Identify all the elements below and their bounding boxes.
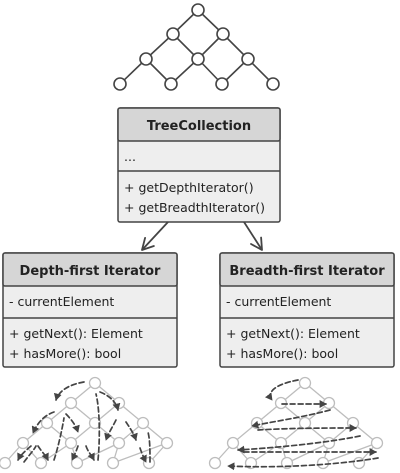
tree-node [88, 416, 102, 430]
tree-node [113, 77, 127, 91]
tree-collection-class: TreeCollection ... + getDepthIterator() … [117, 107, 281, 223]
tree-node [266, 77, 280, 91]
get-depth-iterator-method: + getDepthIterator() [124, 180, 254, 195]
tree-edge [322, 442, 378, 464]
tree-collection-illustration [113, 3, 280, 91]
tree-edge [112, 442, 168, 464]
depth-first-iterator-class: Depth-first Iterator - currentElement + … [2, 252, 178, 368]
breadth-arrow [243, 221, 263, 251]
tree-node [208, 456, 222, 470]
tree-node [322, 396, 336, 410]
tree-node [70, 456, 84, 470]
tree-node [298, 416, 312, 430]
tree-node [215, 77, 229, 91]
tree-collection-title: TreeCollection [147, 119, 251, 134]
breadth-current-element-field: - currentElement [226, 294, 331, 309]
tree-node [34, 456, 48, 470]
breadth-iterator-title: Breadth-first Iterator [229, 264, 385, 279]
tree-node [136, 416, 150, 430]
tree-node [160, 436, 174, 450]
tree-edge [76, 442, 120, 464]
tree-node [250, 416, 264, 430]
tree-node [106, 456, 120, 470]
tree-node [298, 376, 312, 390]
tree-node [244, 456, 258, 470]
tree-node [40, 416, 54, 430]
tree-node [16, 436, 30, 450]
tree-node [166, 27, 180, 41]
breadth-first-traversal-illustration [208, 376, 384, 470]
get-breadth-iterator-method: + getBreadthIterator() [124, 200, 265, 215]
depth-first-traversal-illustration [0, 376, 174, 470]
depth-first-traversal-path [17, 381, 151, 463]
tree-node [352, 456, 366, 470]
tree-node [241, 52, 255, 66]
tree-node [64, 436, 78, 450]
tree-edge [286, 442, 330, 464]
depth-current-element-field: - currentElement [9, 294, 114, 309]
tree-node [370, 436, 384, 450]
tree-node [64, 396, 78, 410]
tree-node [346, 416, 360, 430]
depth-get-next-method: + getNext(): Element [9, 326, 143, 341]
breadth-first-traversal-path [227, 379, 379, 471]
tree-node [112, 436, 126, 450]
tree-node [216, 27, 230, 41]
tree-node [139, 52, 153, 66]
tree-node [316, 456, 330, 470]
tree-node [191, 3, 205, 17]
depth-has-more-method: + hasMore(): bool [9, 346, 121, 361]
tree-node [274, 396, 288, 410]
tree-node [88, 376, 102, 390]
breadth-first-iterator-class: Breadth-first Iterator - currentElement … [219, 252, 395, 368]
breadth-get-next-method: + getNext(): Element [226, 326, 360, 341]
tree-node [0, 456, 12, 470]
tree-collection-field: ... [124, 149, 136, 164]
tree-node [322, 436, 336, 450]
depth-iterator-title: Depth-first Iterator [20, 264, 162, 279]
breadth-has-more-method: + hasMore(): bool [226, 346, 338, 361]
tree-node [164, 77, 178, 91]
depth-arrow [141, 221, 169, 251]
tree-node [226, 436, 240, 450]
tree-node [191, 52, 205, 66]
